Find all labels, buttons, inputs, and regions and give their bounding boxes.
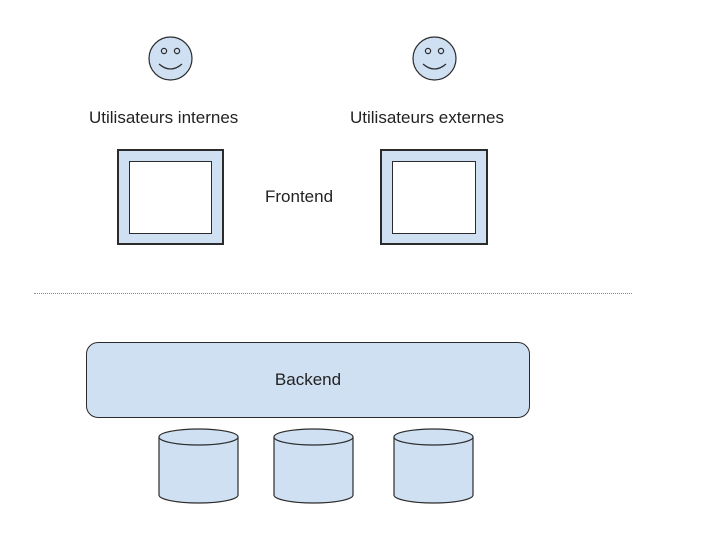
database-cylinder-icon — [158, 428, 239, 504]
internal-frontend-screen-display — [129, 161, 212, 234]
database-cylinder-icon — [393, 428, 474, 504]
backend-box: Backend — [86, 342, 530, 418]
database-cylinder-icon — [273, 428, 354, 504]
external-users-label: Utilisateurs externes — [350, 108, 505, 127]
frontend-label: Frontend — [265, 187, 334, 206]
internal-frontend-screen — [117, 149, 224, 245]
internal-user-smiley-icon — [148, 36, 193, 81]
internal-users-label: Utilisateurs internes — [89, 108, 239, 127]
frontend-backend-divider — [34, 293, 632, 294]
external-user-smiley-icon — [412, 36, 457, 81]
backend-label: Backend — [274, 370, 342, 389]
external-frontend-screen-display — [392, 161, 476, 234]
external-frontend-screen — [380, 149, 488, 245]
